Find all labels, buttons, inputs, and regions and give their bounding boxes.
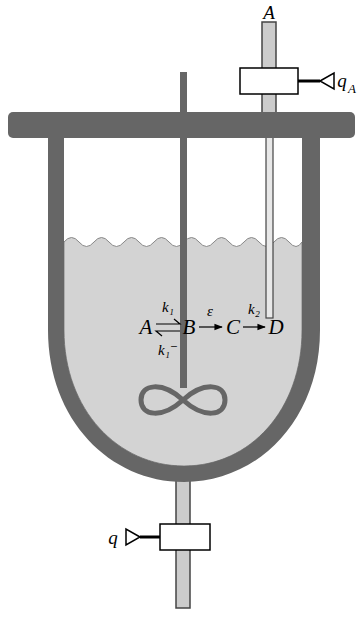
rate-constant: k₂ — [248, 302, 260, 317]
species-name: C — [226, 317, 240, 338]
flow-symbol: q — [108, 528, 118, 547]
stream-name: A — [263, 3, 275, 22]
species-name: B — [183, 317, 196, 338]
valve-actuator — [126, 529, 140, 545]
flow-symbol: q — [337, 71, 347, 90]
flow-subscript: A — [348, 82, 356, 95]
reaction-arrow — [199, 326, 222, 327]
impeller — [141, 387, 225, 413]
reaction-arrow — [243, 326, 265, 327]
actuator-stem — [298, 80, 320, 83]
inlet-valve — [240, 68, 298, 94]
valve-actuator — [320, 73, 334, 89]
forward-harpoon — [156, 319, 180, 324]
outlet-valve — [160, 524, 210, 550]
reaction-arrows — [156, 319, 265, 336]
rate-constant: k₁⁻ — [158, 343, 178, 358]
species-name: A — [140, 317, 153, 338]
actuator-stem — [140, 536, 160, 539]
vessel-lid — [8, 112, 355, 138]
species-name: D — [268, 317, 283, 338]
inlet-dip-tube — [266, 130, 273, 318]
rate-constant: k₁ — [162, 300, 174, 315]
backward-harpoon — [156, 331, 180, 336]
catalyst-symbol: ε — [207, 304, 213, 319]
